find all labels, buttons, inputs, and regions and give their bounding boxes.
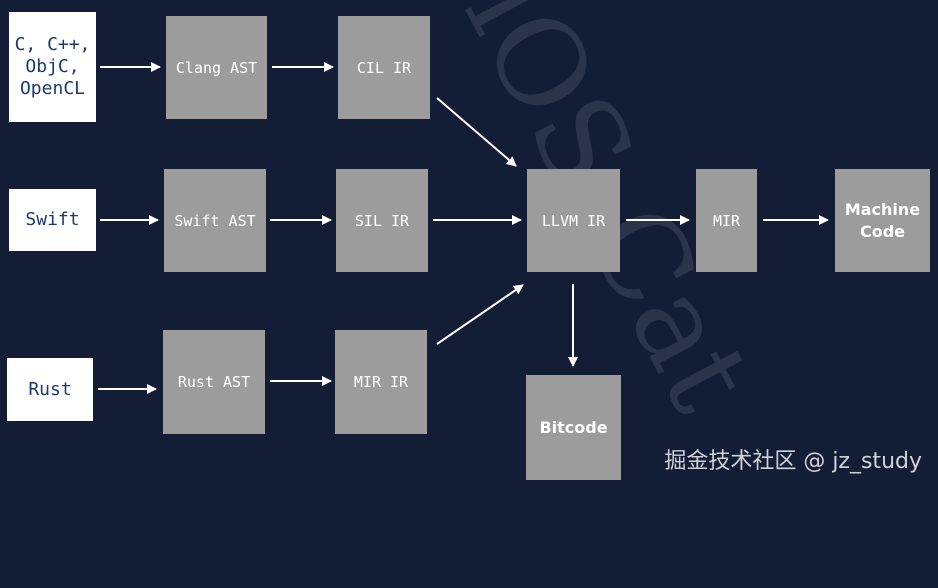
flow-arrows [98, 62, 829, 394]
source-c-family: C, C++, ObjC, OpenCL [9, 12, 96, 122]
source-swift: Swift [9, 189, 96, 251]
stage-llvm-ir: LLVM IR [527, 169, 620, 272]
watermark-credit: 掘金技术社区 @ jz_study [664, 449, 922, 474]
arrow-mir-ir-to-llvm-ir [436, 284, 524, 345]
arrow-cil-ir-to-llvm-ir [436, 97, 517, 167]
source-rust: Rust [7, 358, 93, 421]
stage-machine-code: Machine Code [835, 169, 930, 272]
stage-swift-ast: Swift AST [164, 169, 266, 272]
stage-mir: MIR [696, 169, 757, 272]
stage-clang-ast: Clang AST [166, 16, 267, 119]
stage-bitcode: Bitcode [526, 375, 621, 480]
stage-cil-ir: CIL IR [338, 16, 430, 119]
stage-mir-ir: MIR IR [335, 330, 427, 434]
stage-rust-ast: Rust AST [163, 330, 265, 434]
stage-sil-ir: SIL IR [336, 169, 428, 272]
